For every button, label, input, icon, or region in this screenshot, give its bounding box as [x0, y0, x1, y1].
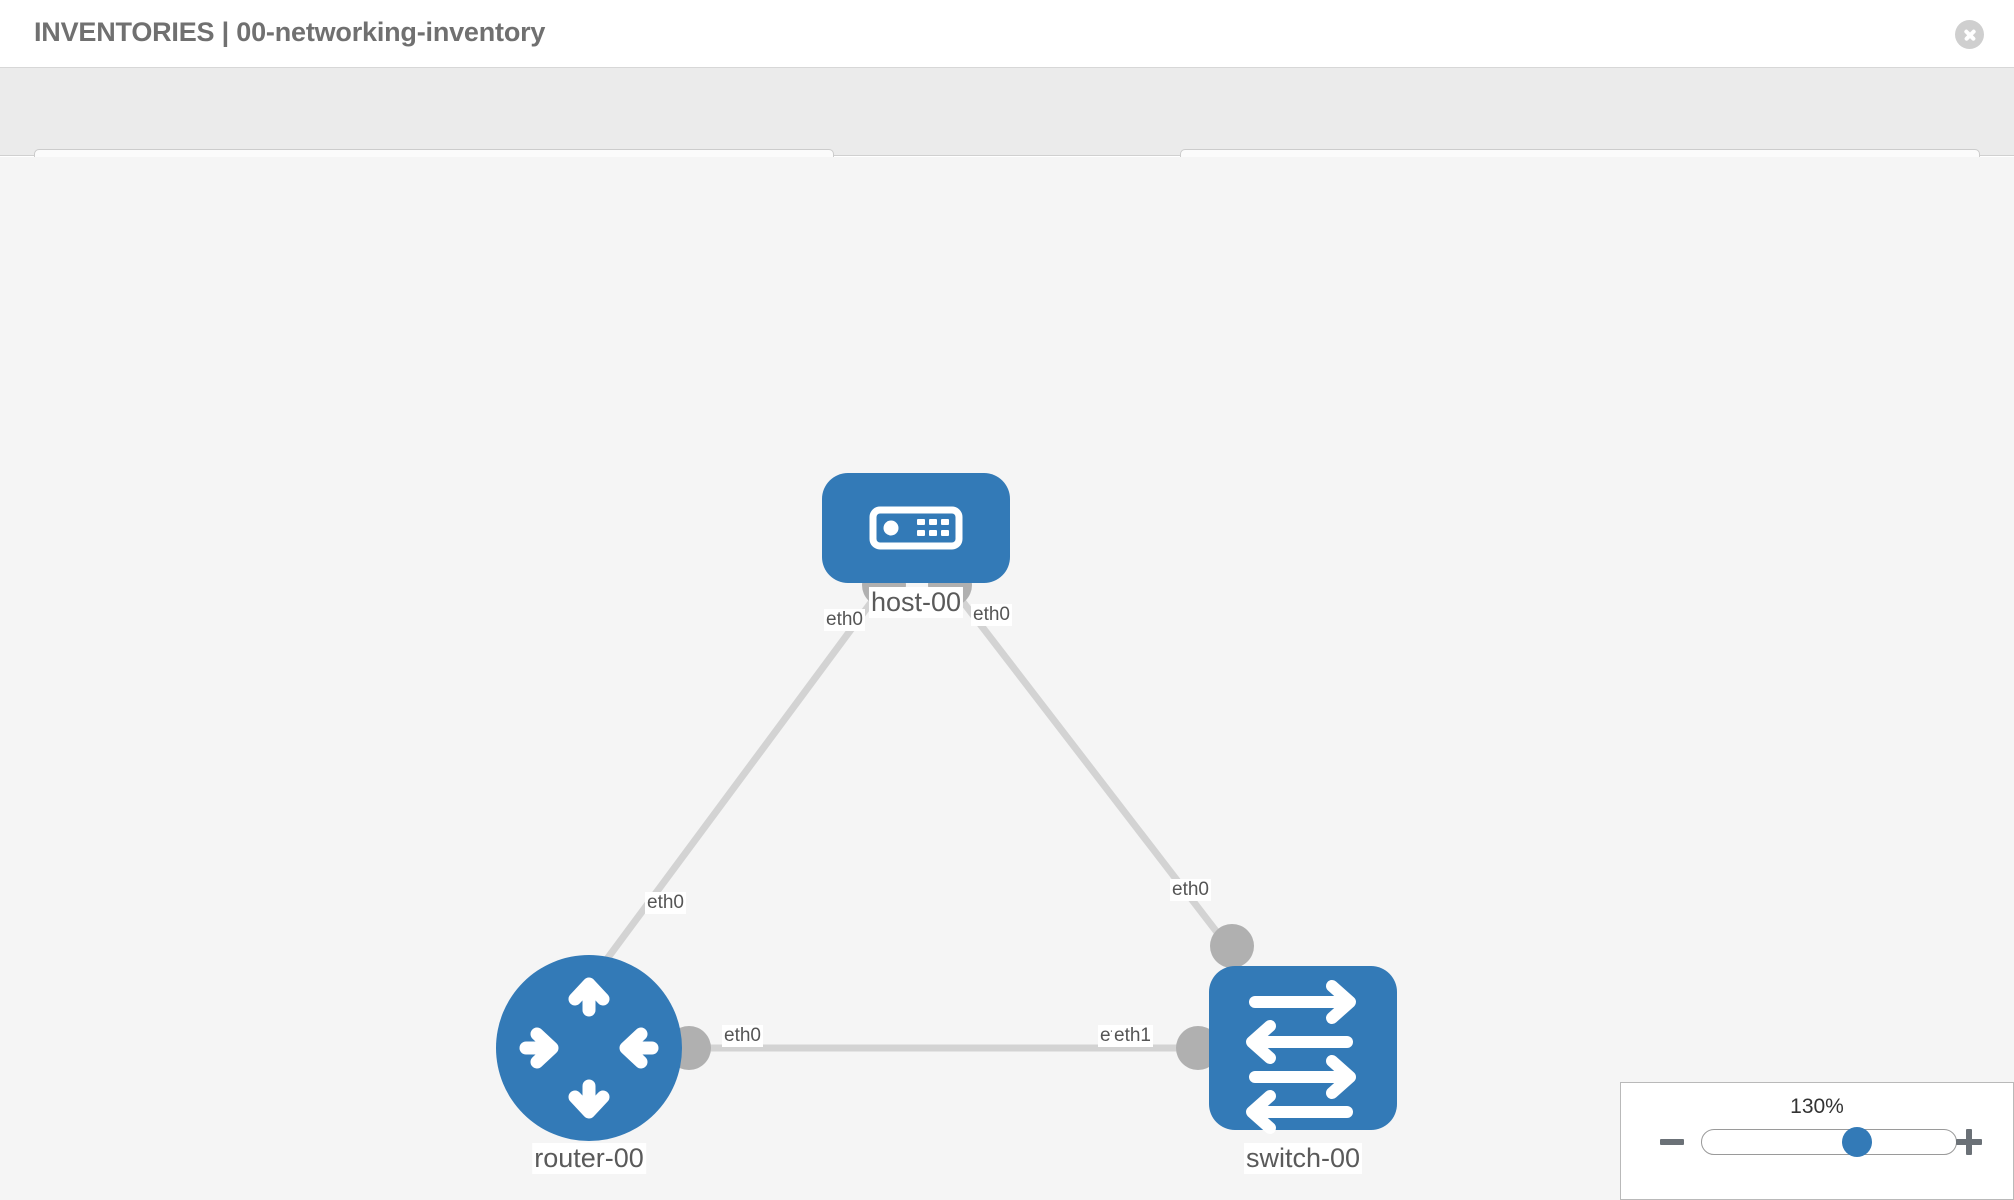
iface-label-host-right: eth0 [971, 604, 1012, 626]
topology-graph [496, 473, 1397, 1141]
router-four-arrows-icon [519, 977, 659, 1119]
node-host-00 [822, 473, 1010, 583]
toolbar: ACTIONS SEARCH [0, 68, 2014, 200]
iface-label-router-up: eth0 [645, 892, 686, 914]
zoom-slider[interactable] [1701, 1127, 1957, 1157]
node-switch-00 [1209, 966, 1397, 1134]
endpoint-group [667, 563, 1254, 1070]
topology-canvas[interactable]: host-00 router-00 switch-00 eth0 eth0 et… [0, 157, 2014, 1200]
iface-label-switch-left: eth1 [1112, 1025, 1153, 1047]
zoom-slider-thumb[interactable] [1841, 1127, 1872, 1157]
page-header: INVENTORIES | 00-networking-inventory [0, 0, 2014, 68]
iface-label-router-right: eth0 [722, 1025, 763, 1047]
router-node-shape [496, 955, 682, 1141]
page-title: INVENTORIES | 00-networking-inventory [34, 17, 546, 47]
node-router-00 [496, 955, 682, 1141]
zoom-level-value: 130% [1790, 1095, 1844, 1118]
node-label-router: router-00 [532, 1143, 646, 1175]
iface-label-host-left: eth0 [824, 609, 865, 631]
host-node-shape [822, 473, 1010, 583]
switch-arrows-icon [1246, 980, 1356, 1134]
node-label-host: host-00 [868, 587, 964, 619]
zoom-out-button[interactable] [1660, 1139, 1684, 1145]
node-label-switch: switch-00 [1243, 1143, 1363, 1175]
edge-host-switch [947, 582, 1239, 960]
server-device-icon [869, 506, 963, 550]
edge-group [601, 582, 1239, 1052]
zoom-control-panel: 130% [1620, 1082, 2014, 1200]
zoom-in-button[interactable] [1955, 1128, 1983, 1156]
endpoint-switch-top [1210, 924, 1254, 968]
close-icon[interactable] [1955, 20, 1984, 49]
iface-label-switch-up: eth0 [1170, 879, 1211, 901]
